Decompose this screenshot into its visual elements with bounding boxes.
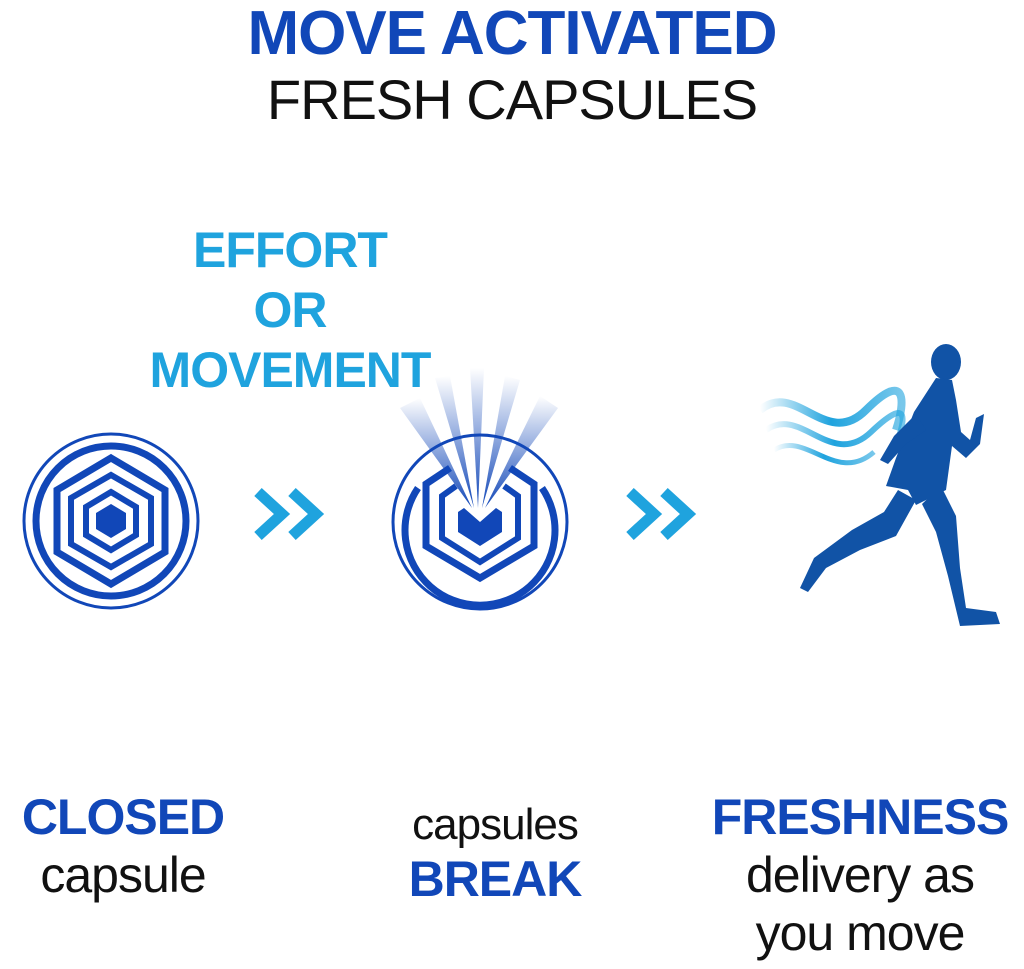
trigger-line-1: EFFORT bbox=[193, 222, 388, 278]
closed-capsule-icon bbox=[22, 432, 200, 610]
step-freshness-light-1: delivery as bbox=[746, 847, 975, 903]
step-break: capsules BREAK bbox=[380, 800, 610, 908]
step-freshness: FRESHNESS delivery as you move bbox=[700, 788, 1020, 962]
double-chevron-right-icon bbox=[254, 487, 325, 541]
step-closed: CLOSED capsule bbox=[8, 788, 238, 904]
trigger-label: EFFORT OR MOVEMENT bbox=[120, 220, 460, 400]
trigger-line-3: MOVEMENT bbox=[149, 342, 432, 398]
step-closed-bold: CLOSED bbox=[21, 789, 225, 845]
step-break-bold: BREAK bbox=[408, 851, 583, 907]
double-chevron-right-icon bbox=[626, 487, 697, 541]
trigger-line-2: OR bbox=[253, 282, 328, 338]
page-subtitle: FRESH CAPSULES bbox=[266, 68, 758, 131]
step-closed-light: capsule bbox=[40, 847, 206, 903]
breaking-capsule-icon bbox=[391, 368, 569, 611]
step-break-light: capsules bbox=[412, 800, 579, 849]
running-man-icon bbox=[757, 344, 1000, 626]
page-title: MOVE ACTIVATED bbox=[247, 0, 777, 68]
step-freshness-light-2: you move bbox=[755, 905, 966, 961]
step-freshness-bold: FRESHNESS bbox=[711, 789, 1010, 845]
